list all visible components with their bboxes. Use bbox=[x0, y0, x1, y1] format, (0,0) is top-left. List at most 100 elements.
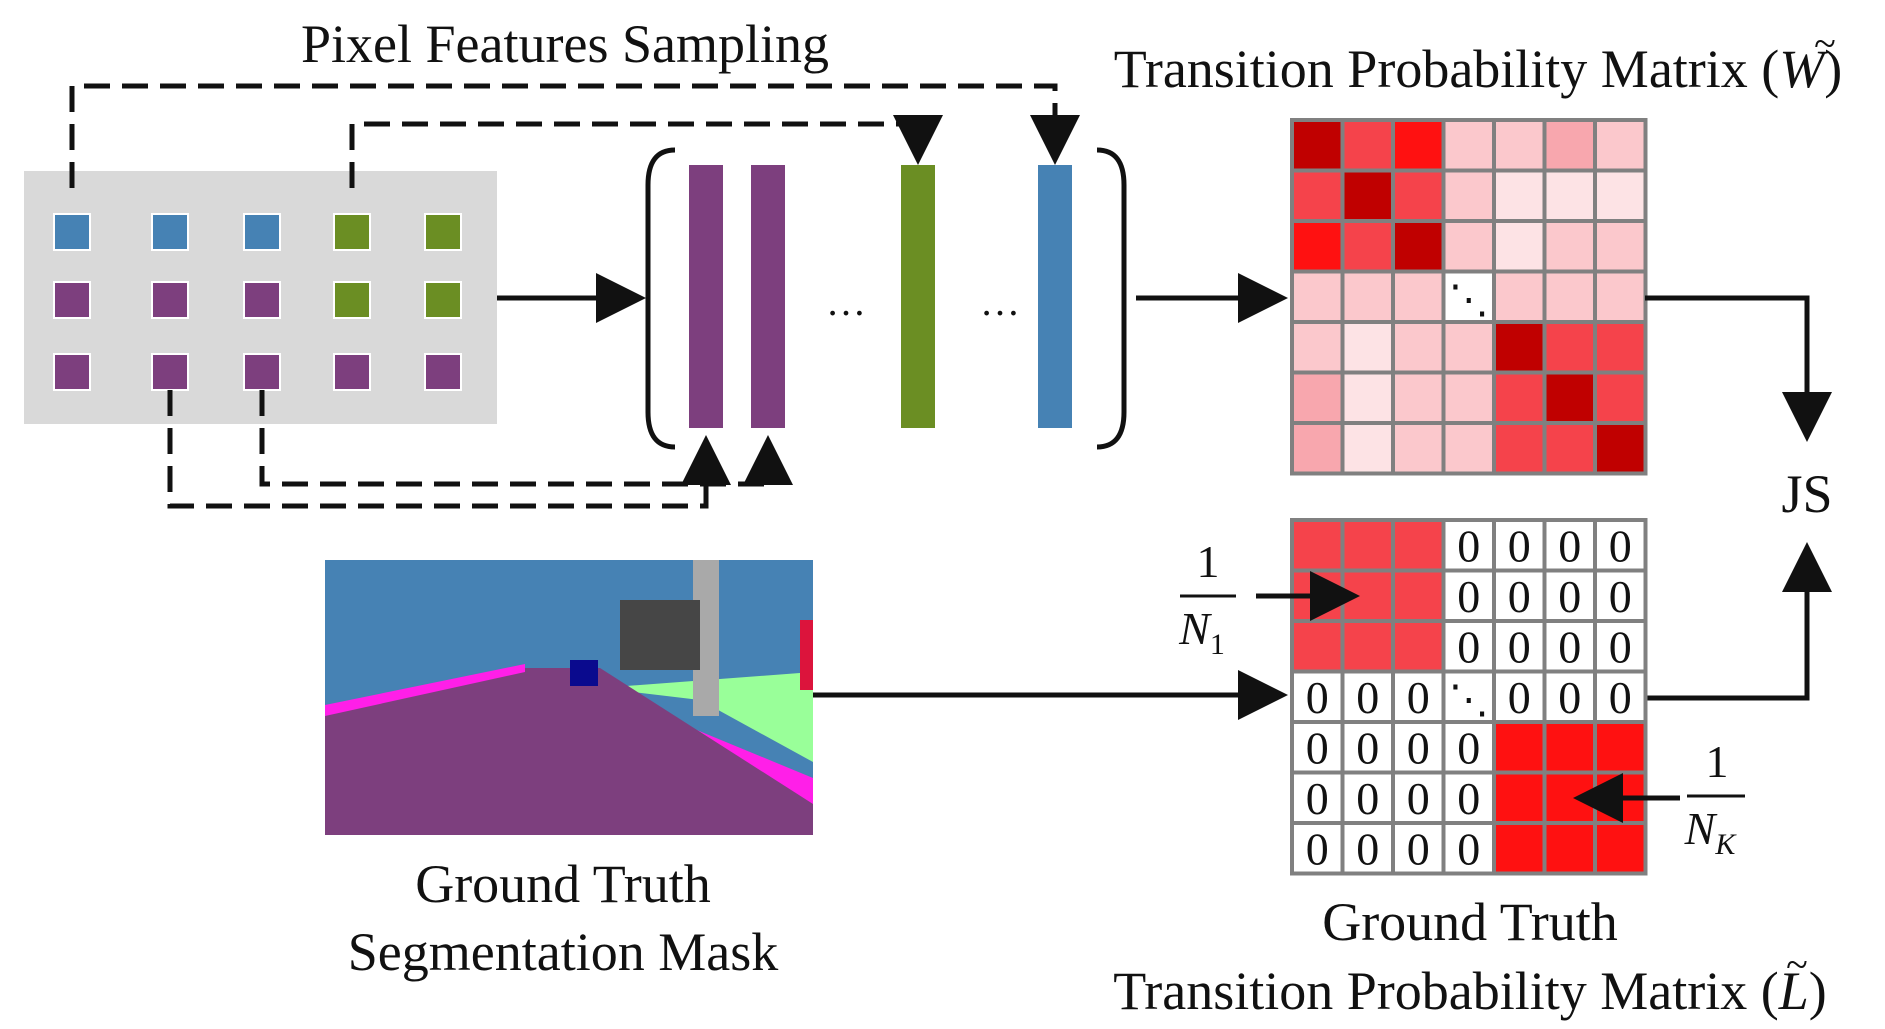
matrix-cell-text: 0 bbox=[1609, 621, 1632, 672]
matrix-cell bbox=[1492, 219, 1547, 274]
matrix-cell bbox=[1340, 219, 1395, 274]
feature-square bbox=[333, 281, 371, 319]
l-matrix-title: Transition Probability Matrix (L) bbox=[1113, 961, 1827, 1021]
matrix-cell bbox=[1492, 821, 1547, 876]
w-matrix: ⋱ bbox=[1290, 118, 1648, 476]
matrix-cell bbox=[1290, 118, 1345, 173]
right-bracket bbox=[1096, 147, 1127, 450]
matrix-cell bbox=[1542, 320, 1597, 375]
matrix-cell-text: 0 bbox=[1558, 621, 1581, 672]
matrix-cell-text: 0 bbox=[1558, 571, 1581, 622]
mask-building bbox=[620, 600, 700, 670]
mask-car bbox=[570, 660, 598, 686]
matrix-cell bbox=[1593, 821, 1648, 876]
matrix-cell bbox=[1391, 168, 1446, 223]
matrix-cell-text: ⋱ bbox=[1449, 277, 1489, 322]
l-tilde: ~ bbox=[1786, 942, 1808, 987]
matrix-cell bbox=[1340, 518, 1395, 573]
matrix-cell bbox=[1593, 421, 1648, 476]
feature-square bbox=[53, 213, 91, 251]
matrix-cell-text: 0 bbox=[1457, 571, 1480, 622]
matrix-cell bbox=[1492, 720, 1547, 775]
matrix-cell bbox=[1593, 320, 1648, 375]
matrix-cell bbox=[1542, 118, 1597, 173]
matrix-cell bbox=[1290, 518, 1345, 573]
matrix-cell bbox=[1593, 720, 1648, 775]
matrix-cell-text: ⋱ bbox=[1449, 677, 1489, 722]
svg-text:1: 1 bbox=[1197, 536, 1220, 587]
matrix-cell-text: 0 bbox=[1356, 672, 1379, 723]
matrix-cell-text: 0 bbox=[1457, 773, 1480, 824]
matrix-cell bbox=[1492, 770, 1547, 825]
ellipsis-text: … bbox=[826, 279, 866, 324]
matrix-cell bbox=[1340, 320, 1395, 375]
matrix-cell bbox=[1492, 168, 1547, 223]
feature-square bbox=[333, 213, 371, 251]
matrix-cell-text: 0 bbox=[1356, 823, 1379, 874]
matrix-cell-text: 0 bbox=[1609, 672, 1632, 723]
matrix-cell-text: 0 bbox=[1558, 520, 1581, 571]
matrix-cell-text: 0 bbox=[1558, 672, 1581, 723]
matrix-cell bbox=[1340, 168, 1395, 223]
matrix-cell bbox=[1542, 168, 1597, 223]
matrix-cell bbox=[1542, 669, 1597, 724]
matrix-cell bbox=[1340, 568, 1395, 623]
matrix-cell bbox=[1542, 269, 1597, 324]
matrix-cell bbox=[1492, 320, 1547, 375]
matrix-cell bbox=[1593, 370, 1648, 425]
matrix-cell-text: 0 bbox=[1457, 722, 1480, 773]
matrix-cell bbox=[1340, 118, 1395, 173]
feature-square bbox=[151, 281, 189, 319]
matrix-cell bbox=[1391, 118, 1446, 173]
matrix-cell bbox=[1340, 269, 1395, 324]
matrix-cell-text: 0 bbox=[1508, 672, 1531, 723]
matrix-cell bbox=[1542, 720, 1597, 775]
matrix-cell bbox=[1593, 568, 1648, 623]
feature-square bbox=[151, 213, 189, 251]
feature-bar bbox=[751, 165, 785, 428]
sampling-label: Pixel Features Sampling bbox=[301, 14, 829, 74]
left-bracket bbox=[645, 147, 676, 450]
matrix-cell bbox=[1441, 720, 1496, 775]
matrix-cell-text: 0 bbox=[1356, 773, 1379, 824]
matrix-cell bbox=[1542, 821, 1597, 876]
feature-square bbox=[424, 281, 462, 319]
feature-square bbox=[243, 213, 281, 251]
matrix-cell bbox=[1391, 421, 1446, 476]
w-tilde: ~ bbox=[1814, 21, 1836, 66]
feature-bar bbox=[689, 165, 723, 428]
matrix-cell bbox=[1492, 370, 1547, 425]
feature-square bbox=[53, 281, 91, 319]
feature-square bbox=[424, 353, 462, 391]
mask-person bbox=[800, 620, 813, 690]
feature-bar bbox=[901, 165, 935, 428]
matrix-cell bbox=[1593, 168, 1648, 223]
matrix-cell bbox=[1593, 518, 1648, 573]
sampling-path-green bbox=[349, 115, 943, 188]
matrix-cell bbox=[1290, 269, 1345, 324]
matrix-cell-text: 0 bbox=[1306, 773, 1329, 824]
matrix-cell-text: 0 bbox=[1457, 520, 1480, 571]
l-caption-line1: Ground Truth bbox=[1322, 892, 1618, 952]
matrix-cell bbox=[1290, 219, 1345, 274]
sampling-path-purple-a bbox=[167, 390, 731, 509]
svg-text:1: 1 bbox=[1706, 736, 1729, 787]
matrix-cell-text: 0 bbox=[1508, 571, 1531, 622]
matrix-cell-text: 0 bbox=[1306, 672, 1329, 723]
ellipsis-text: … bbox=[980, 279, 1020, 324]
matrix-cell-text: 0 bbox=[1609, 520, 1632, 571]
matrix-cell-text: 0 bbox=[1407, 773, 1430, 824]
matrix-cell bbox=[1290, 168, 1345, 223]
matrix-cell-text: 0 bbox=[1609, 571, 1632, 622]
matrix-cell bbox=[1441, 669, 1496, 724]
feature-grid bbox=[53, 213, 462, 391]
matrix-cell-text: 0 bbox=[1306, 722, 1329, 773]
matrix-cell bbox=[1340, 619, 1395, 674]
w-to-js-arrow bbox=[1645, 295, 1832, 442]
w-matrix-title: Transition Probability Matrix (W) bbox=[1114, 39, 1842, 99]
fraction-1-over-n1: 1 N1 bbox=[1178, 536, 1236, 661]
matrix-cell bbox=[1542, 568, 1597, 623]
matrix-cell bbox=[1441, 370, 1496, 425]
